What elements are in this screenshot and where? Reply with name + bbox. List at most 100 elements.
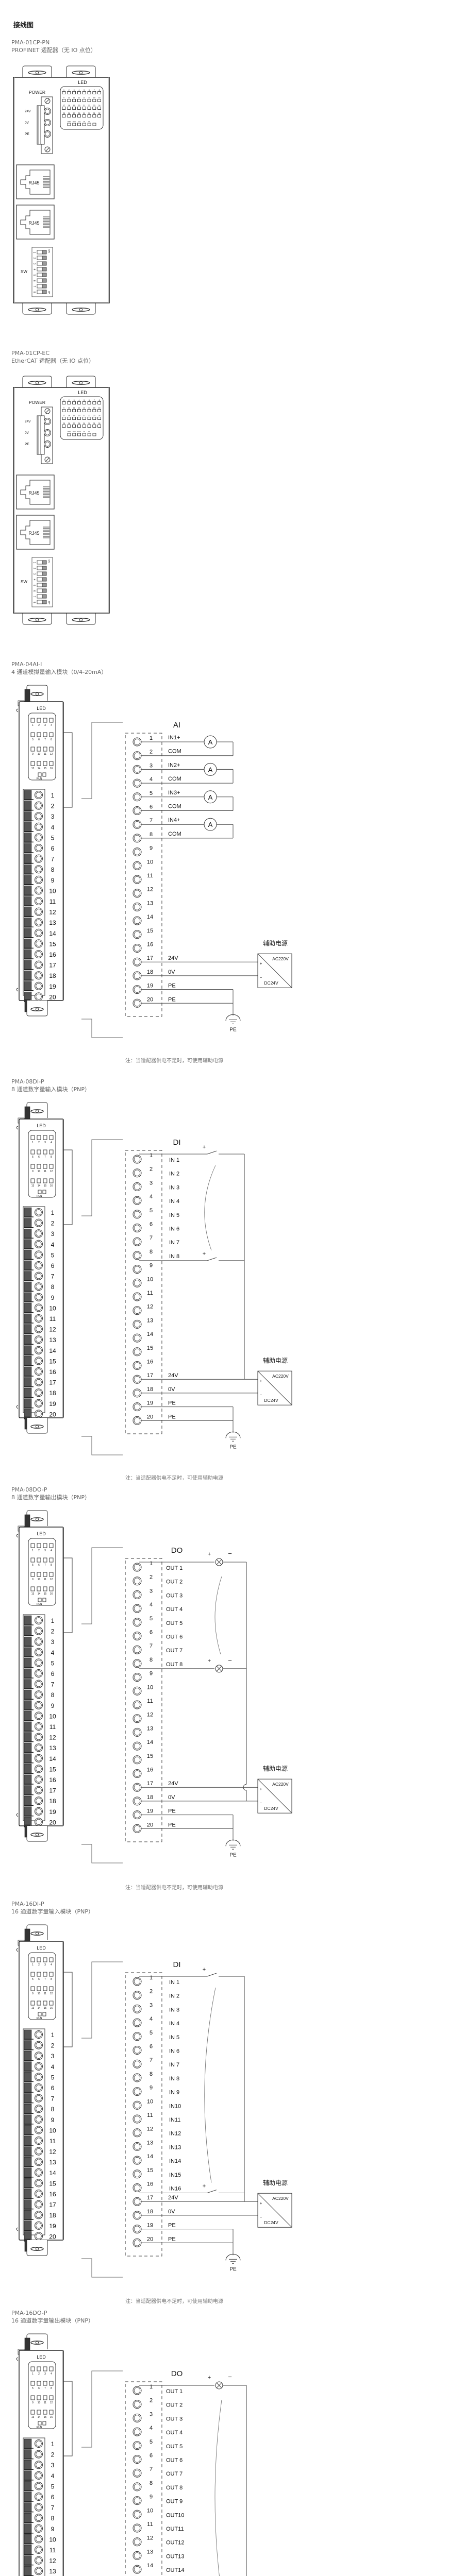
schematic-terminal [132,2510,142,2519]
schematic-terminal-number: 16 [147,942,153,948]
aux-plus-sign: + [260,1379,262,1383]
terminal-inner-ring [36,1808,42,1815]
terminal-inner-ring [134,1156,141,1163]
schematic-terminal-number: 14 [147,1739,153,1745]
mounting-hole-icon [35,71,39,75]
schematic-terminal-number: 13 [147,2140,153,2146]
schematic-terminal [132,998,142,1008]
terminal-inner-ring [45,442,50,447]
schematic-terminal [132,1182,142,1191]
signal-label: OUT 2 [166,1579,183,1585]
schematic-terminal-number: 14 [147,914,153,920]
signal-label: OUT 3 [166,1592,183,1599]
led-indicator [67,114,71,117]
terminal-screw [35,2137,43,2145]
schematic-terminal-number: 11 [147,1290,153,1296]
terminal-inner-ring [134,1660,141,1667]
led-number: 7 [44,1156,46,1159]
led-indicator [30,747,35,752]
terminal-inner-ring [36,1379,42,1385]
run-led-label: RUN [37,1195,42,1198]
power-terminal [44,119,51,126]
led-indicator [87,425,91,428]
status-led-label: SF [84,121,86,123]
terminal-inner-ring [36,1219,42,1226]
led-number: 1 [32,1141,34,1144]
terminal-screw [35,1743,43,1752]
led-number: 27 [73,422,75,425]
terminal-number: 5 [51,2074,55,2081]
terminal-inner-ring [134,766,141,773]
dip-switch-number: 3 [32,263,36,265]
schematic-terminal [132,2386,142,2395]
led-number: 16 [98,97,101,99]
led-number: 31 [93,422,95,425]
power-label: POWER [29,90,45,95]
terminal-number: 12 [49,1734,56,1741]
converter-diagonal [257,953,292,988]
terminal-inner-ring [36,2042,42,2048]
led-title: LED [37,2354,46,2360]
schematic-terminal [132,1755,142,1765]
terminal-screw [35,1335,43,1344]
led-indicator [37,732,41,737]
terminal-number: 6 [51,2494,55,2501]
terminal-lever [24,1658,32,1668]
led-number: 16 [50,767,53,770]
din-latch-top [24,1928,30,1942]
terminal-number: 18 [49,972,56,979]
schematic-terminal-number: 20 [147,1822,153,1828]
schematic-terminal [132,1319,142,1329]
mounting-hole-icon [79,308,83,312]
callout-bracket-bottom [81,2258,123,2278]
terminal-inner-ring [36,1294,42,1300]
terminal-inner-ring [134,1307,141,1314]
led-number: 19 [73,415,75,417]
terminal-number: 10 [49,2536,56,2543]
power-terminal-label: PE [25,443,29,446]
schematic-terminal [132,889,142,898]
led-number: 6 [38,1564,40,1567]
terminal-screw [35,2094,43,2103]
schematic-terminal-number: 13 [147,2549,153,2555]
terminal-screw [35,1272,43,1280]
schematic-terminal [132,1977,142,1986]
led-number: 7 [44,738,46,741]
schematic-terminal [132,737,142,747]
mounting-tab-bottom [26,1418,48,1434]
led-indicator [37,1972,41,1977]
signal-label: OUT 1 [166,1565,183,1571]
terminal-lever [24,1281,32,1292]
terminal-lever [24,2513,32,2523]
schematic-terminal [132,2427,142,2436]
led-indicator [49,1149,54,1155]
schematic-terminal [132,944,142,953]
led-indicator [30,1149,35,1155]
terminal-inner-ring [36,824,42,830]
status-led-indicator [87,433,91,436]
terminal-inner-ring [134,1170,141,1176]
terminal-inner-ring [36,1744,42,1751]
led-indicator [77,425,81,428]
terminal-inner-ring [36,951,42,957]
schematic-terminal [132,1278,142,1287]
terminal-inner-ring [36,2031,42,2038]
led-indicator [49,1972,54,1977]
rj45-port: RJ45 [16,515,55,550]
schematic-terminal [132,2225,142,2234]
side-hook [16,2227,19,2231]
led-indicator [43,1572,47,1577]
terminal-inner-ring [134,752,141,759]
terminal-number: 1 [51,792,55,799]
led-number: 21 [83,415,85,417]
schematic-terminal-number: 9 [150,1671,153,1677]
led-indicator [37,2366,41,2371]
schematic-terminal [132,2114,142,2124]
power-terminal [44,108,51,115]
schematic-terminal [132,2032,142,2041]
terminal-number: 17 [49,962,56,969]
terminal-inner-ring [134,835,141,842]
terminal-screw [35,822,43,831]
terminal-inner-ring [36,1617,42,1623]
terminal-inner-ring [134,2511,141,2518]
